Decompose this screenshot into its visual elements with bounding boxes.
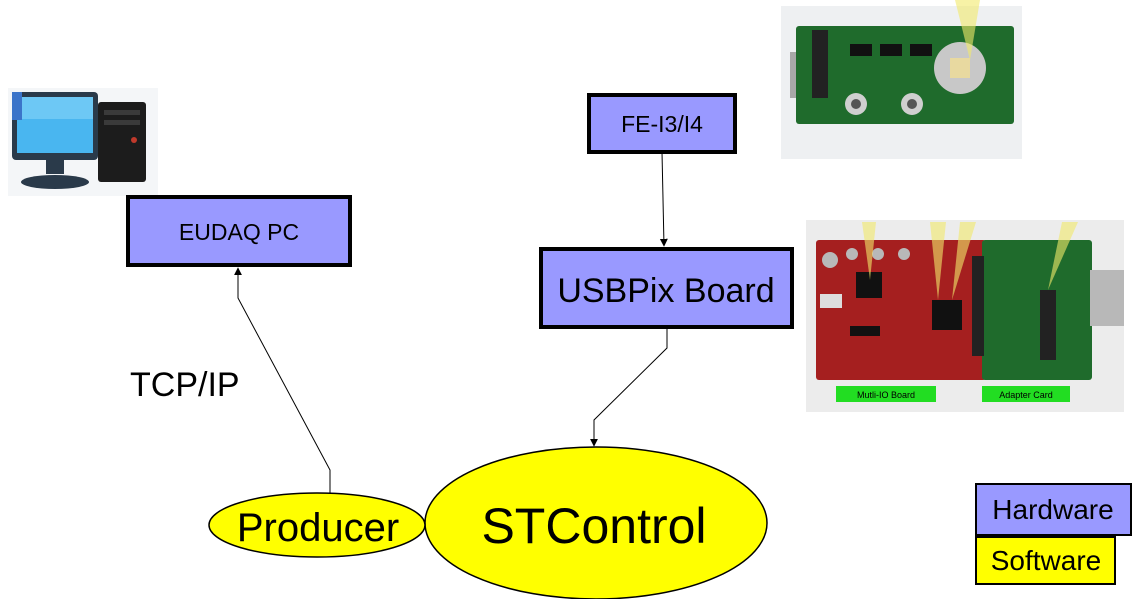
stcontrol-label: STControl: [481, 498, 706, 554]
legend-hardware-label: Hardware: [992, 494, 1113, 525]
legend-hardware: Hardware: [975, 483, 1132, 536]
edge-producer-to-eudaq: [234, 267, 331, 496]
fe-i3-i4-label: FE-I3/I4: [621, 111, 703, 137]
multi-io-board-label: Mutli-IO Board: [857, 390, 915, 400]
adapter-card-label: Adapter Card: [999, 390, 1053, 400]
legend-software: Software: [975, 536, 1116, 585]
eudaq-pc-box: EUDAQ PC: [126, 195, 352, 267]
usbpix-board-label: USBPix Board: [557, 272, 774, 310]
fe-i3-i4-box: FE-I3/I4: [587, 93, 737, 154]
edge-fe-to-usbpix: [659, 151, 668, 247]
producer-ellipse: Producer: [208, 492, 426, 558]
usbpix-board-box: USBPix Board: [539, 247, 794, 329]
legend: Hardware Software: [975, 483, 1132, 585]
eudaq-pc-label: EUDAQ PC: [179, 219, 299, 245]
edge-usbpix-to-stcontrol: [590, 326, 668, 447]
stcontrol-ellipse: STControl: [424, 446, 768, 599]
producer-label: Producer: [237, 506, 399, 550]
edges: [234, 151, 668, 496]
computer-icon: [8, 88, 158, 196]
legend-software-label: Software: [991, 545, 1102, 576]
tcp-ip-label: TCP/IP: [130, 366, 240, 404]
usbpix-board-photo: Mutli-IO Board Adapter Card: [806, 220, 1124, 412]
fe-chip-photo: [781, 0, 1022, 159]
